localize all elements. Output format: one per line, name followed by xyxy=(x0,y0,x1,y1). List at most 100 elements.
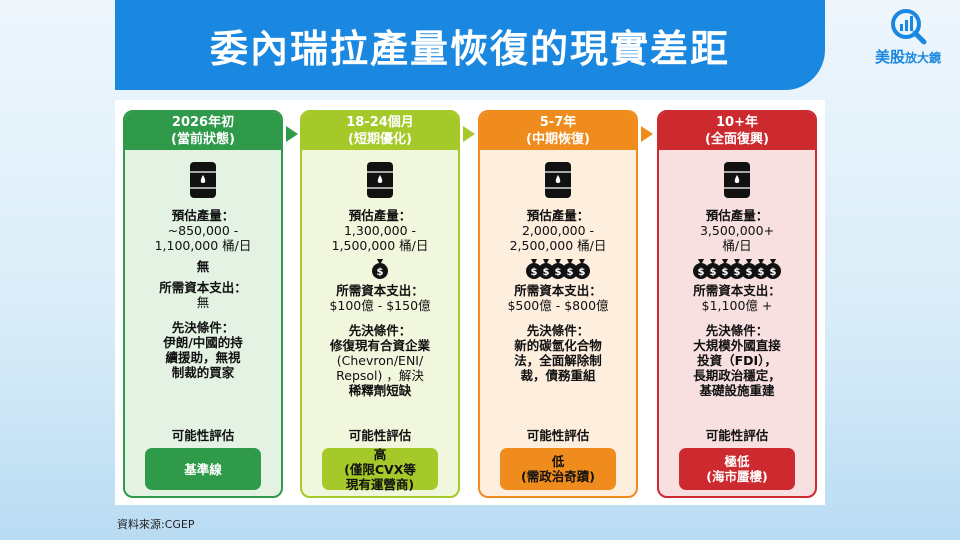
phase-period: 2026年初 xyxy=(171,115,235,130)
production-value: 2,000,000 - xyxy=(521,223,595,238)
phase-period: 18-24個月 xyxy=(346,115,414,130)
production-value: 2,500,000 桶/日 xyxy=(509,238,607,253)
logo: 美股放大鏡 xyxy=(858,6,958,67)
rating-badge: 高(僅限CVX等現有運營商) xyxy=(322,446,438,492)
production-value: 3,500,000+ xyxy=(699,223,775,238)
eval-label: 可能性評估 xyxy=(526,428,590,443)
rating-text: (僅限CVX等 xyxy=(344,461,416,477)
money-bags: $ xyxy=(302,253,458,283)
money-bags: $$$$$ xyxy=(480,253,636,283)
phase-column: 10+年(全面復興) 預估產量： 3,500,000+ 桶/日 $$$$$$$ … xyxy=(657,110,817,498)
phase-header: 18-24個月 (短期優化) xyxy=(302,112,458,150)
rating-text: 極低 xyxy=(724,454,750,469)
phase-column: 2026年初 (當前狀態) 預估產量： ~850,000 - 1,100,000 … xyxy=(123,110,283,498)
prereq-line: 伊朗/中國的持 xyxy=(163,335,243,350)
money-bag-icon: $ xyxy=(550,259,566,279)
arrow-icon xyxy=(463,126,475,142)
svg-text:$: $ xyxy=(734,267,741,278)
arrow-icon xyxy=(641,126,653,142)
money-bag-icon: $ xyxy=(562,259,578,279)
production-value: 桶/日 xyxy=(722,238,752,253)
money-bag-icon: $ xyxy=(538,259,554,279)
prereq-line: 制裁的買家 xyxy=(171,365,235,380)
capex-value: $1,100億 + xyxy=(701,298,773,313)
logo-sub: 放大鏡 xyxy=(905,51,942,65)
eval-label: 可能性評估 xyxy=(348,428,412,443)
svg-text:$: $ xyxy=(531,267,538,278)
prereq-line: Repsol) ，解決 xyxy=(336,368,424,383)
capex-label: 所需資本支出： xyxy=(336,283,424,298)
svg-text:$: $ xyxy=(710,267,717,278)
svg-text:$: $ xyxy=(567,267,574,278)
phase-name: (中期恢復) xyxy=(526,132,590,147)
prereq-line: 投資（FDI）， xyxy=(697,353,777,368)
prereq-line: 新的碳氫化合物 xyxy=(514,338,602,353)
prereq-line: 稀釋劑短缺 xyxy=(348,383,412,398)
money-bag-icon: $ xyxy=(705,259,721,279)
production-value: 1,100,000 桶/日 xyxy=(154,238,252,253)
arrow-icon xyxy=(286,126,298,142)
magnifier-chart-icon xyxy=(891,9,927,45)
prereq-line: 基礎設施重建 xyxy=(699,383,775,398)
money-bags: $ $ $ $ $ $ $ xyxy=(659,253,815,283)
prereq-label: 先決條件： xyxy=(526,323,590,338)
eval-label: 可能性評估 xyxy=(705,428,769,443)
title-banner: 委內瑞拉產量恢復的現實差距 xyxy=(115,0,825,90)
prereq-line: 裁，債務重組 xyxy=(520,368,596,383)
rating-text: 高 xyxy=(373,446,387,462)
production-value: 1,500,000 桶/日 xyxy=(331,238,429,253)
svg-text:$: $ xyxy=(770,267,777,278)
oil-barrel-icon xyxy=(724,162,750,198)
phase-header: 2026年初 (當前狀態) xyxy=(125,112,281,150)
capex-label: 所需資本支出： xyxy=(514,283,602,298)
page-title: 委內瑞拉產量恢復的現實差距 xyxy=(209,26,730,71)
capex-label: 所需資本支出： xyxy=(693,283,781,298)
capex-value: 無 xyxy=(196,295,210,310)
oil-barrel-icon xyxy=(190,162,216,198)
source-note: 資料來源:CGEP xyxy=(117,518,195,531)
phase-header: 10+年 (全面復興) xyxy=(659,112,815,150)
production-label: 預估產量： xyxy=(171,208,235,223)
rating-badge: 低(需政治奇蹟) xyxy=(500,448,616,490)
money-bag-icon: $ xyxy=(372,259,388,279)
svg-text:$: $ xyxy=(543,267,550,278)
rating-text: 現有運營商) xyxy=(345,476,415,492)
rating-text: (需政治奇蹟) xyxy=(521,469,595,484)
phase-name: (短期優化) xyxy=(348,132,412,147)
svg-text:$: $ xyxy=(758,267,765,278)
rating-text: 基準線 xyxy=(184,461,222,477)
prereq-line: 法，全面解除制 xyxy=(514,353,602,368)
prereq-line: (Chevron/ENI/ xyxy=(336,353,424,368)
svg-text:$: $ xyxy=(579,267,586,278)
money-bag-icon: $ xyxy=(526,259,542,279)
rating-badge: 基準線 xyxy=(145,448,261,490)
phase-column: 18-24個月(短期優化) 預估產量： 1,300,000 - 1,500,00… xyxy=(300,110,460,498)
phase-column: 5-7年(中期恢復) 預估產量： 2,000,000 - 2,500,000 桶… xyxy=(478,110,638,498)
capex-icon-text: 無 xyxy=(196,259,210,274)
eval-label: 可能性評估 xyxy=(171,428,235,443)
money-bag-icon: $ xyxy=(729,259,745,279)
prereq-line: 續援助，無視 xyxy=(165,350,241,365)
svg-text:$: $ xyxy=(722,267,729,278)
prereq-line: 大規模外國直接 xyxy=(693,338,781,353)
production-value: 1,300,000 - xyxy=(343,223,417,238)
rating-text: 低 xyxy=(551,454,565,469)
phase-name: (全面復興) xyxy=(705,132,769,147)
prereq-label: 先決條件： xyxy=(171,320,235,335)
capex-value: $500億 - $800億 xyxy=(507,298,609,313)
capex-value: $100億 - $150億 xyxy=(329,298,431,313)
phase-period: 10+年 xyxy=(716,115,758,130)
money-bag-icon: $ xyxy=(765,259,781,279)
phase-name: (當前狀態) xyxy=(171,132,235,147)
svg-text:$: $ xyxy=(746,267,753,278)
svg-text:$: $ xyxy=(698,267,705,278)
money-bag-icon: $ xyxy=(717,259,733,279)
capex-label: 所需資本支出： xyxy=(159,280,247,295)
logo-main: 美股 xyxy=(874,48,905,66)
prereq-label: 先決條件： xyxy=(348,323,412,338)
prereq-line: 修復現有合資企業 xyxy=(329,338,430,353)
rating-badge: 極低(海市蜃樓) xyxy=(679,448,795,490)
phase-header: 5-7年(中期恢復) xyxy=(480,112,636,150)
production-label: 預估產量： xyxy=(526,208,590,223)
production-value: ~850,000 - xyxy=(167,223,239,238)
